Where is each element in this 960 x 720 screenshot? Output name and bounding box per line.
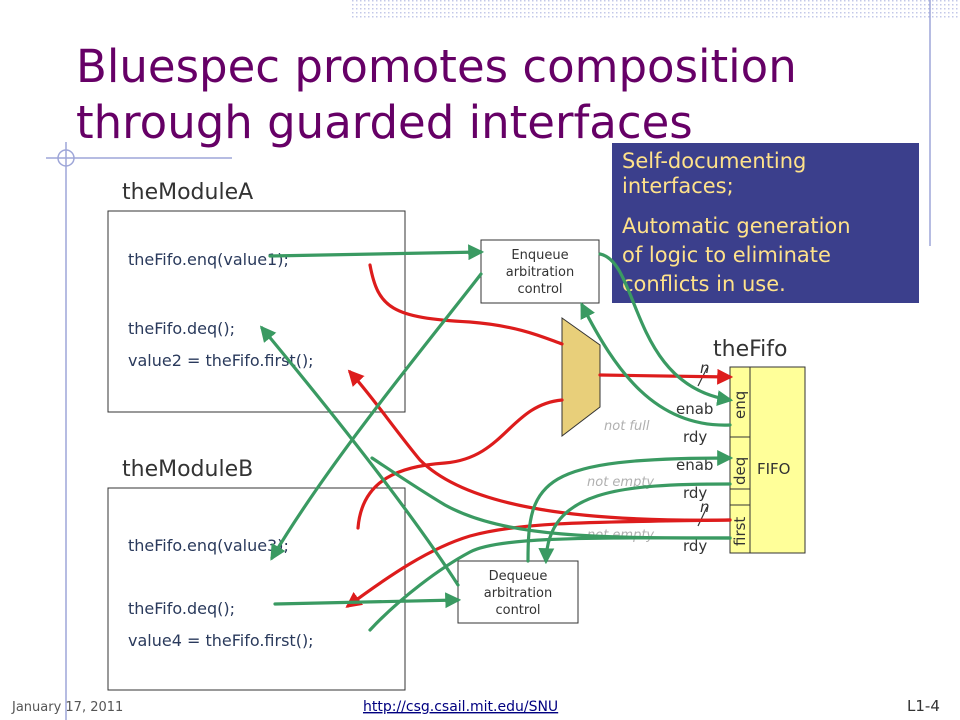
signal-enab-enq: enab	[676, 400, 713, 418]
dequeue-arbitration-box: Dequeue arbitration control	[457, 560, 579, 624]
callout-line4: of logic to eliminate	[622, 243, 831, 267]
wire-fifo-rdy-to-enq-arb	[580, 302, 732, 427]
wire-value3-to-mux	[356, 398, 564, 530]
signal-n-top: n	[700, 359, 710, 377]
signal-rdy-first: rdy	[683, 537, 707, 555]
enq-arb-line3: control	[517, 282, 562, 297]
callout-box: Self-documenting interfaces; Automatic g…	[612, 143, 919, 303]
module-b-code-deq: theFifo.deq();	[128, 599, 235, 618]
bus-slash-bottom	[697, 506, 708, 527]
wire-mux-to-fifo-enq	[598, 368, 734, 385]
enqueue-arbitration-box: Enqueue arbitration control	[480, 239, 600, 304]
deq-arb-line1: Dequeue	[489, 569, 548, 584]
module-b-label: theModuleB	[122, 457, 253, 482]
fifo-body-label: FIFO	[757, 460, 791, 478]
wire-b-deq-to-deq-arb	[273, 592, 462, 609]
signal-rdy-enq: rdy	[683, 428, 707, 446]
slide-number: L1-4	[907, 697, 940, 715]
signal-enab-deq: enab	[676, 456, 713, 474]
fifo-port-first: first	[731, 517, 749, 546]
signal-not-full: not full	[604, 419, 650, 434]
callout-line1: Self-documenting	[622, 149, 806, 173]
module-a-code-deq: theFifo.deq();	[128, 319, 235, 338]
footer-url[interactable]: http://csg.csail.mit.edu/SNU	[363, 699, 558, 715]
signal-n-bottom: n	[700, 498, 710, 516]
frame-circle	[57, 149, 75, 167]
slide-title-line1: Bluespec promotes composition	[76, 40, 797, 93]
module-b-box	[107, 487, 406, 691]
enq-arb-line2: arbitration	[506, 265, 575, 280]
wire-fifo-first-rdy-right	[368, 536, 732, 632]
wire-enq-arb-to-b-enq	[270, 272, 483, 561]
wire-a-enq-to-enq-arb	[268, 244, 485, 261]
signal-rdy-deq: rdy	[683, 484, 707, 502]
module-b-code-first: value4 = theFifo.first();	[128, 631, 314, 650]
fifo-label: theFifo	[713, 337, 787, 362]
multiplexer	[561, 317, 601, 438]
wire-value1-to-mux	[368, 263, 564, 346]
fifo-port-enq: enq	[731, 391, 749, 419]
fifo-port-deq: deq	[731, 457, 749, 485]
enq-arb-line1: Enqueue	[511, 248, 568, 263]
module-a-code-enq: theFifo.enq(value1);	[128, 250, 289, 269]
header-dot-band	[352, 0, 960, 18]
module-b-code-enq: theFifo.enq(value3);	[128, 536, 289, 555]
slide-title-line2: through guarded interfaces	[76, 96, 693, 149]
wire-deq-arb-to-a-deq	[259, 325, 460, 587]
module-a-label: theModuleA	[122, 180, 253, 205]
callout-line2: interfaces;	[622, 174, 734, 198]
callout-line3: Automatic generation	[622, 214, 851, 238]
wire-fifo-rdy-to-deq-arb	[538, 482, 732, 565]
footer-date: January 17, 2011	[11, 700, 123, 715]
wire-enq-arb-to-fifo-enab	[598, 252, 734, 406]
deq-arb-line2: arbitration	[484, 586, 553, 601]
callout-line5: conflicts in use.	[622, 272, 786, 296]
wire-fifo-first-to-b	[345, 518, 732, 608]
module-a-code-first: value2 = theFifo.first();	[128, 351, 314, 370]
fifo-box	[729, 366, 806, 554]
deq-arb-line3: control	[495, 603, 540, 618]
wire-deq-arb-to-fifo-enab	[526, 450, 734, 563]
